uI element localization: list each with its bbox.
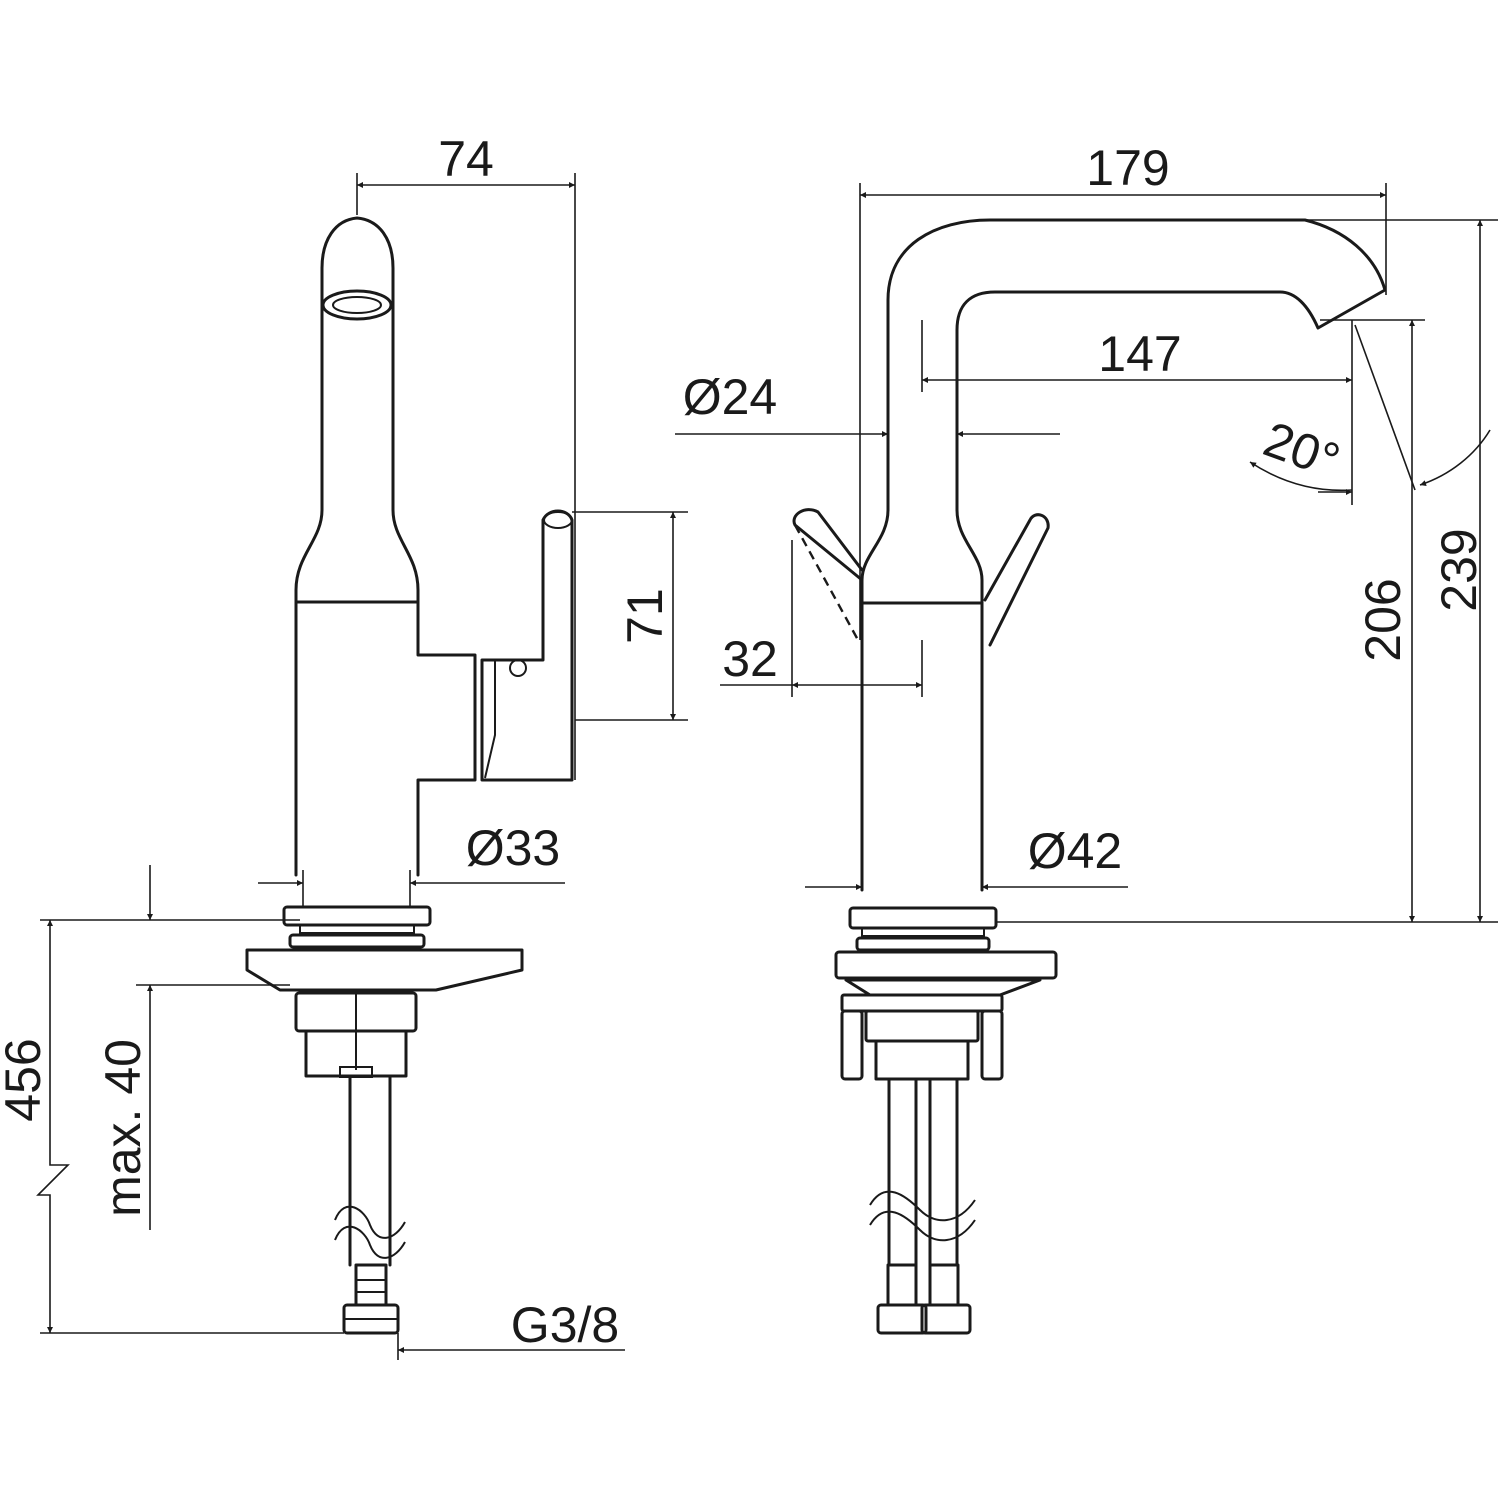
side-mounting-assembly <box>245 905 524 1335</box>
side-dimension-lines <box>36 173 688 1360</box>
side-view: 74 71 Ø33 max. 40 456 G3/8 <box>0 131 688 1360</box>
front-faucet-body <box>792 218 1387 892</box>
label-max-thickness: max. 40 <box>95 1039 151 1217</box>
label-total-height: 239 <box>1431 528 1487 611</box>
label-inner-reach: 147 <box>1098 326 1181 382</box>
label-base-diameter: Ø42 <box>1028 823 1123 879</box>
label-outlet-height: 206 <box>1355 578 1411 661</box>
label-lever-offset: 32 <box>722 631 778 687</box>
label-spout-depth: 74 <box>438 131 494 187</box>
label-spout-reach: 179 <box>1086 140 1169 196</box>
front-dimension-lines <box>675 183 1498 923</box>
label-lever-height: 71 <box>617 588 673 644</box>
label-body-diameter: Ø33 <box>466 820 561 876</box>
front-mounting-assembly <box>834 906 1058 1335</box>
label-connection-thread: G3/8 <box>511 1297 619 1353</box>
side-faucet-body <box>294 216 574 877</box>
label-total-length: 456 <box>0 1038 51 1121</box>
front-view: 179 147 Ø24 20° 32 Ø42 206 239 <box>675 140 1498 1335</box>
label-spout-diameter: Ø24 <box>683 369 778 425</box>
label-spout-angle: 20° <box>1257 411 1347 489</box>
